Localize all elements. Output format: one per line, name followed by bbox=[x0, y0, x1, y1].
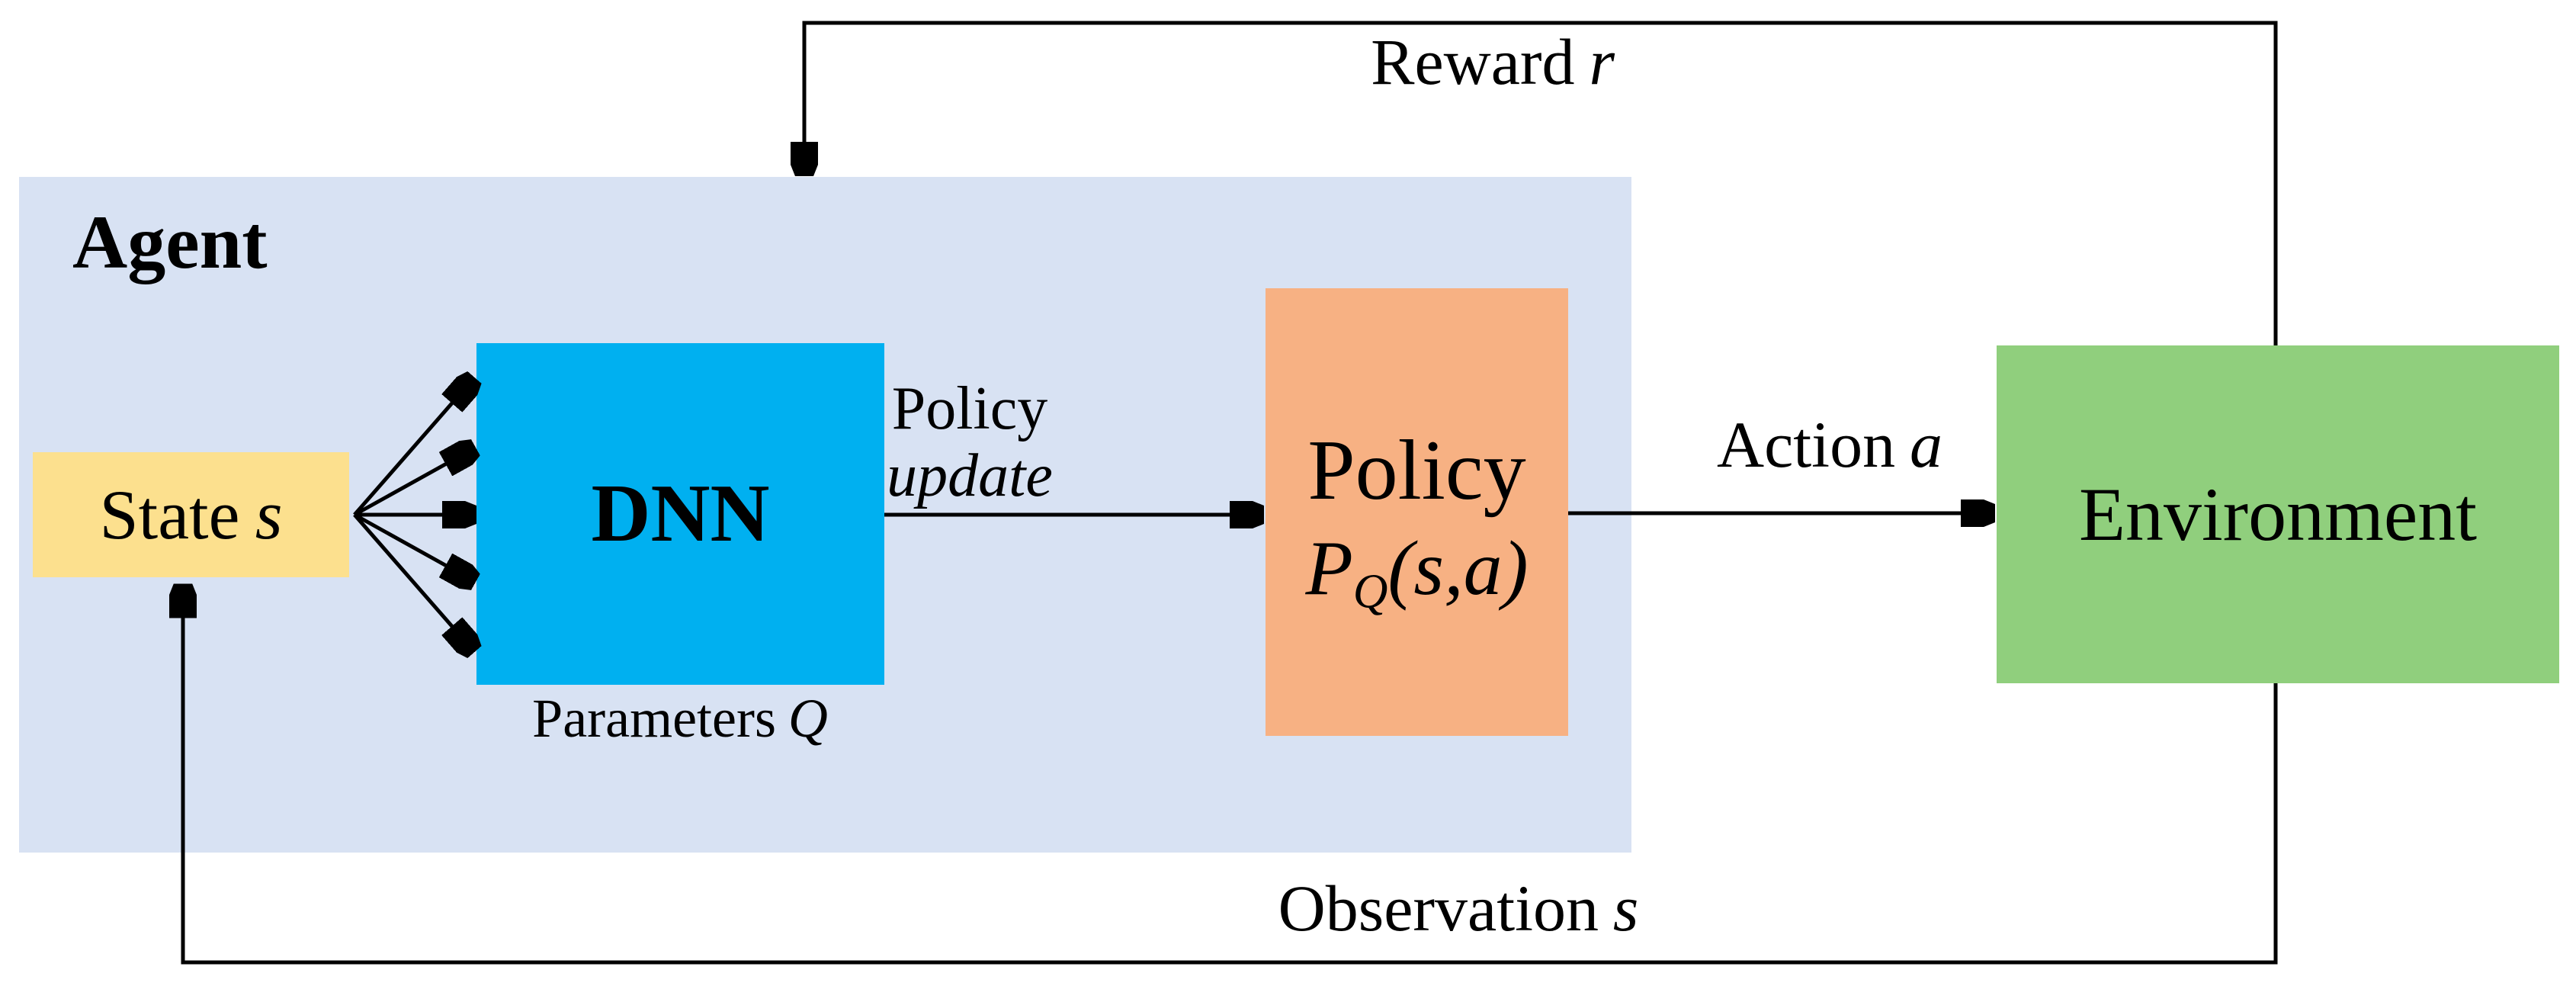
policy-formula-base: P bbox=[1305, 525, 1353, 612]
dnn-caption-variable: Q bbox=[788, 688, 828, 749]
environment-box: Environment bbox=[1997, 345, 2559, 683]
policy-formula-args: (s,a) bbox=[1387, 525, 1529, 612]
policy-update-label-line2: update bbox=[887, 442, 1053, 509]
observation-label-text: Observation bbox=[1278, 872, 1599, 945]
action-label-text: Action bbox=[1717, 408, 1896, 481]
environment-label: Environment bbox=[2078, 471, 2478, 557]
policy-update-label-line1: Policy bbox=[891, 375, 1048, 442]
dnn-caption-text: Parameters bbox=[532, 688, 777, 749]
dnn-label: DNN bbox=[591, 468, 770, 559]
observation-label-variable: s bbox=[1612, 872, 1639, 945]
action-label-variable: a bbox=[1909, 408, 1942, 481]
policy-box-title: Policy bbox=[1307, 423, 1526, 519]
policy-box: Policy PQ(s,a) bbox=[1266, 288, 1568, 736]
state-label: State bbox=[99, 476, 240, 554]
state-variable: s bbox=[255, 476, 283, 554]
policy-formula-subscript: Q bbox=[1352, 564, 1388, 618]
policy-update-arrow-label: Policy update bbox=[887, 375, 1053, 509]
dnn-box: DNN bbox=[476, 343, 884, 685]
policy-formula: PQ(s,a) bbox=[1305, 530, 1528, 616]
reward-label-text: Reward bbox=[1371, 25, 1575, 98]
reward-label-variable: r bbox=[1589, 25, 1615, 98]
agent-label: Agent bbox=[72, 200, 268, 284]
